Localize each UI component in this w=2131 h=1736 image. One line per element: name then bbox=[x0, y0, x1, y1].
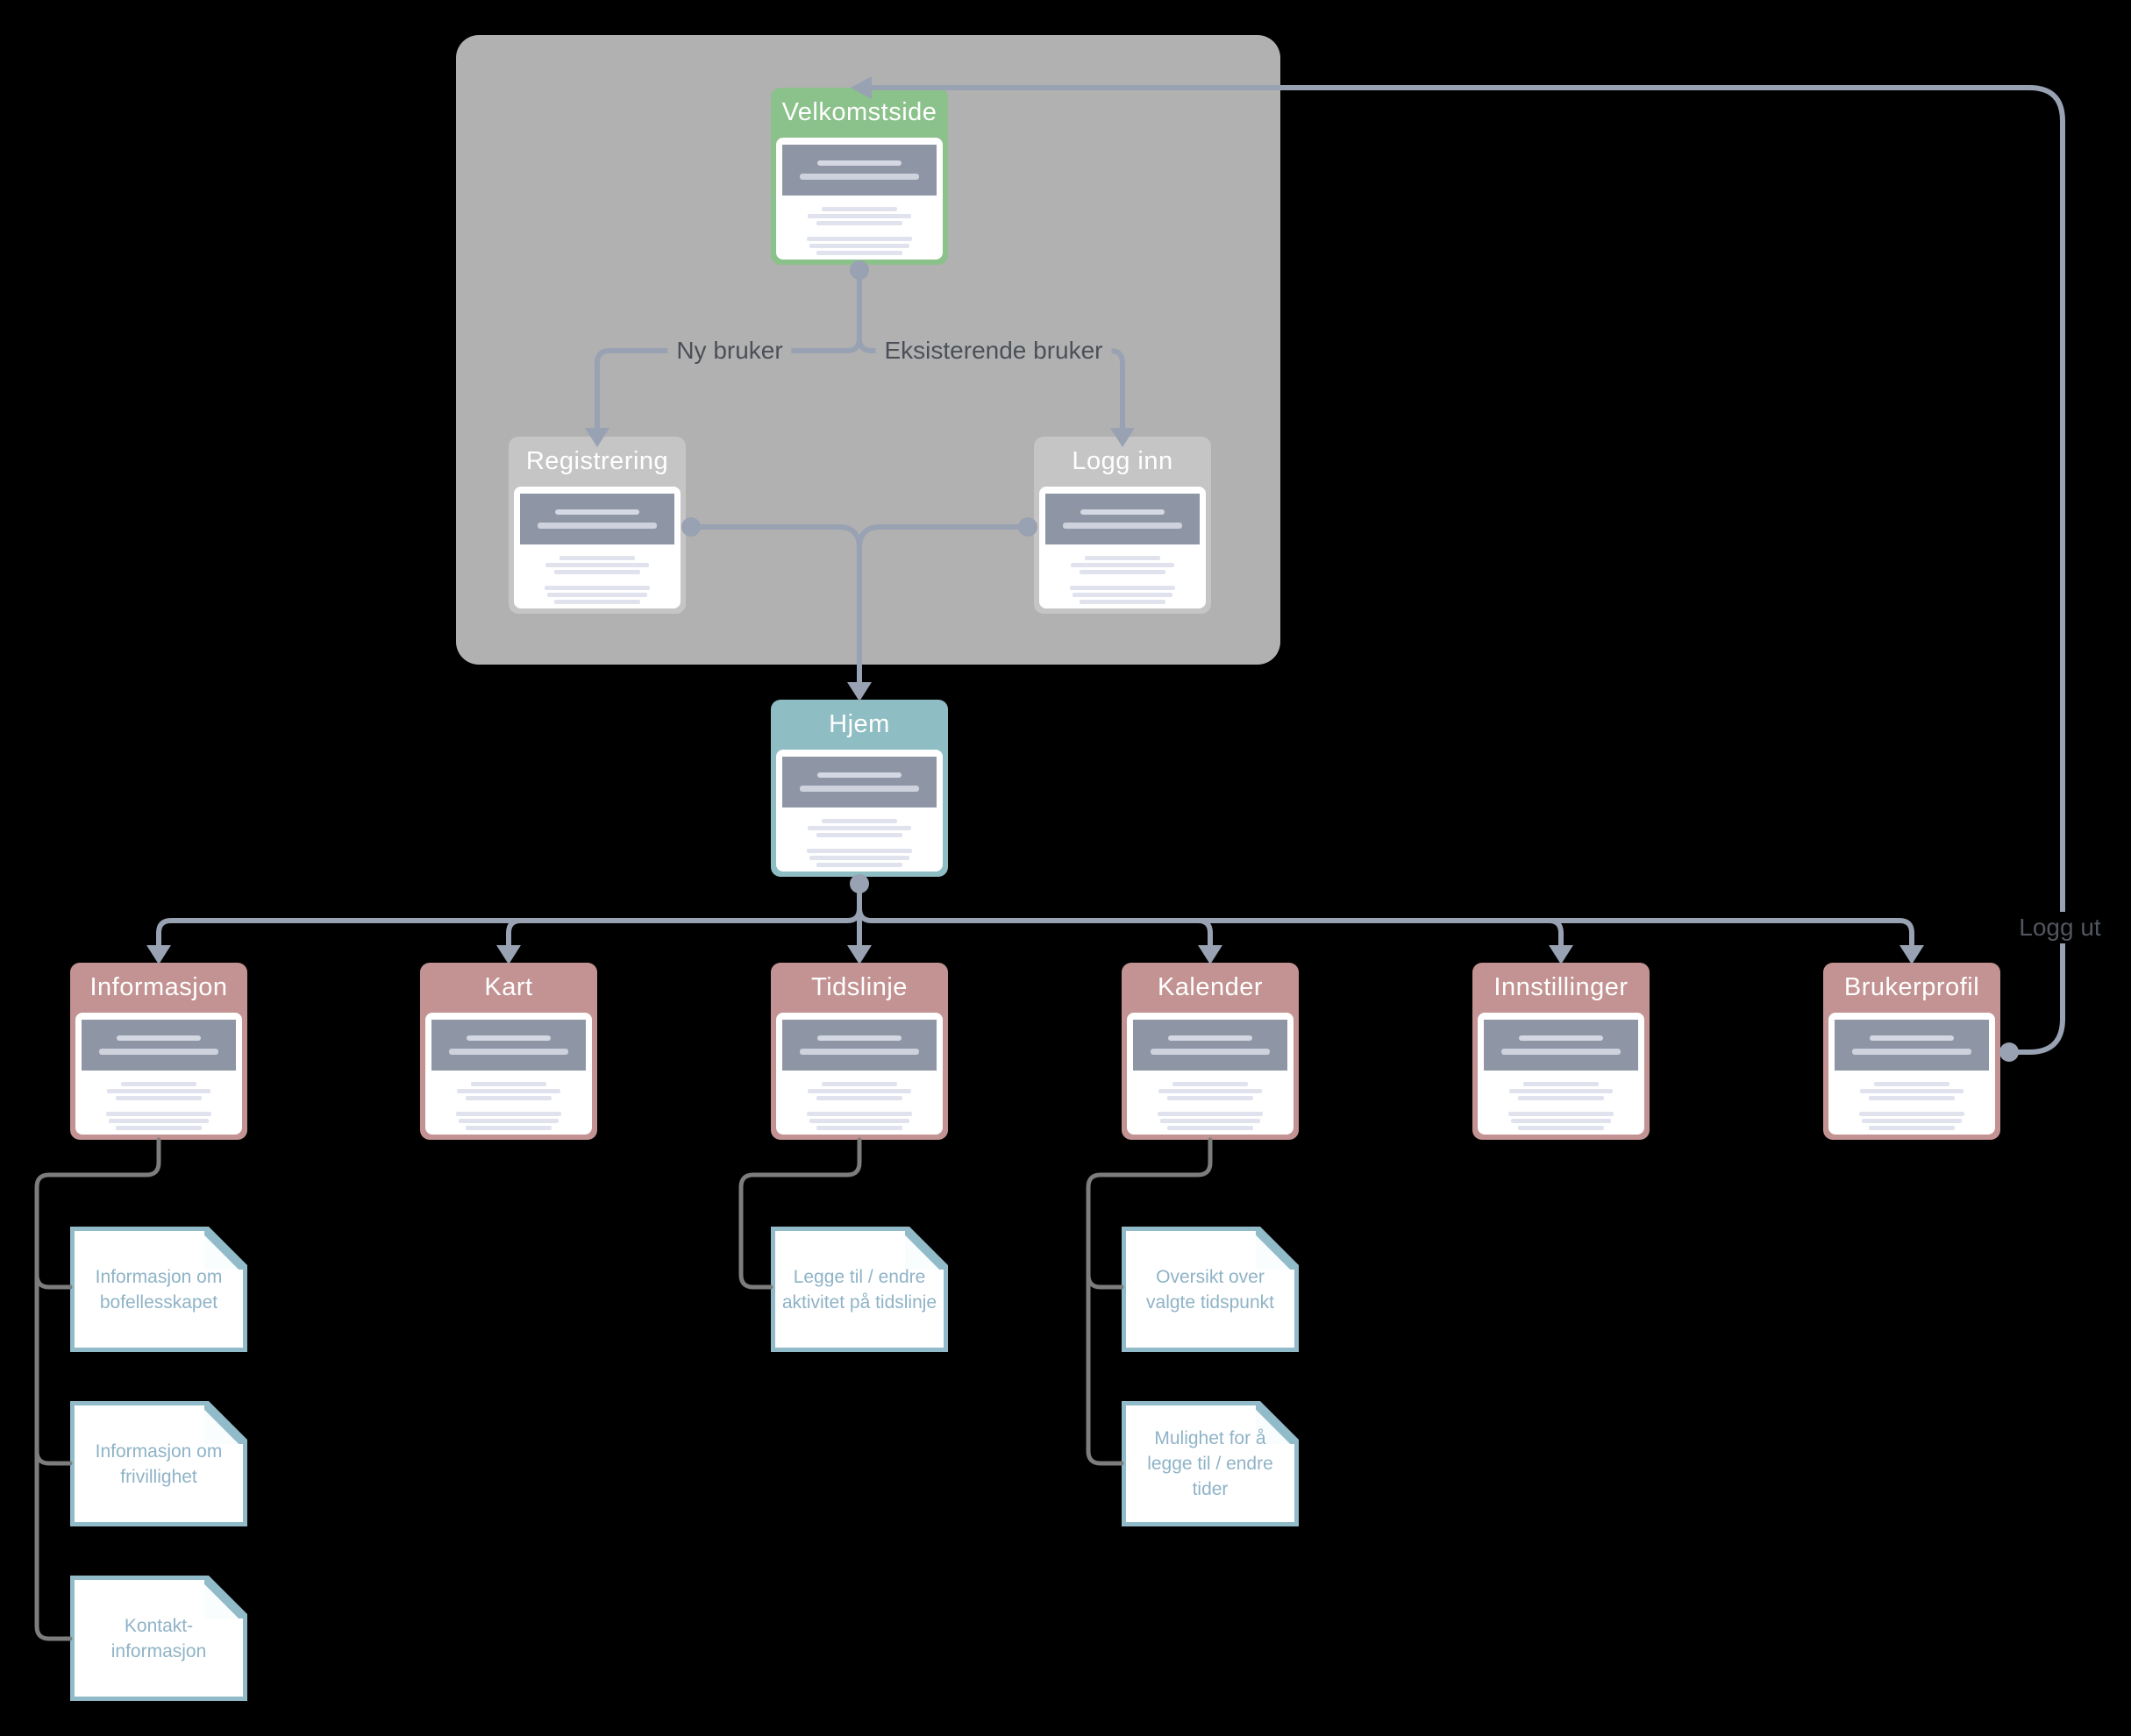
thumbnail-hero-block bbox=[1045, 494, 1200, 544]
note-text: Informasjon om frivillighet bbox=[95, 1441, 223, 1487]
edge-hjem-kalender bbox=[1195, 918, 1213, 950]
note-text: Informasjon om bofellesskapet bbox=[95, 1266, 223, 1313]
thumbnail-text-lines bbox=[1478, 1082, 1644, 1100]
thumbnail-hero-block bbox=[82, 1020, 236, 1071]
connector-origin-dot bbox=[1999, 1042, 2019, 1062]
thumbnail-text-lines bbox=[75, 1082, 242, 1100]
edge-label-ny-bruker: Ny bruker bbox=[667, 335, 792, 366]
node-brukerprofil[interactable]: Brukerprofil bbox=[1823, 963, 2000, 1140]
thumbnail-text-lines bbox=[1828, 1112, 1995, 1130]
thumbnail-text-lines bbox=[425, 1082, 592, 1100]
thumbnail-hero-block bbox=[782, 1020, 937, 1071]
note-kalender-oversikt[interactable]: Oversikt over valgte tidspunkt bbox=[1122, 1227, 1299, 1352]
edge-label-eksisterende-bruker: Eksisterende bruker bbox=[875, 335, 1112, 366]
note-informasjon-om-frivillighet[interactable]: Informasjon om frivillighet bbox=[70, 1401, 247, 1526]
thumbnail-hero-block bbox=[431, 1020, 586, 1071]
thumbnail-hero-block bbox=[520, 494, 674, 544]
note-line-frivillighet bbox=[34, 1448, 73, 1466]
arrowhead-to-kalender bbox=[1198, 945, 1222, 964]
edge-label-logg-ut: Logg ut bbox=[2010, 912, 2110, 943]
node-informasjon[interactable]: Informasjon bbox=[70, 963, 247, 1140]
page-thumbnail bbox=[1039, 487, 1206, 608]
note-tidslinje-aktivitet[interactable]: Legge til / endre aktivitet på tidslinje bbox=[771, 1227, 948, 1352]
note-text: Legge til / endre aktivitet på tidslinje bbox=[781, 1266, 937, 1313]
thumbnail-text-lines bbox=[1039, 556, 1206, 574]
edge-hjem-innstillinger bbox=[1546, 918, 1564, 950]
thumbnail-text-lines bbox=[776, 237, 943, 255]
note-line-informasjon-trunk bbox=[34, 1137, 161, 1641]
thumbnail-hero-block bbox=[1484, 1020, 1638, 1071]
note-connectors bbox=[34, 1137, 1213, 1641]
thumbnail-text-lines bbox=[514, 586, 681, 604]
note-text: Oversikt over valgte tidspunkt bbox=[1146, 1266, 1274, 1313]
note-text: Kontakt-informasjon bbox=[110, 1615, 207, 1661]
node-kalender[interactable]: Kalender bbox=[1122, 963, 1299, 1140]
thumbnail-hero-block bbox=[782, 757, 937, 808]
page-thumbnail bbox=[514, 487, 681, 608]
node-logg-inn[interactable]: Logg inn bbox=[1034, 437, 1211, 614]
node-title: Tidslinje bbox=[811, 973, 908, 1001]
page-thumbnail bbox=[776, 750, 943, 872]
page-thumbnail bbox=[1828, 1013, 1995, 1135]
note-text: Mulighet for å legge til / endre tider bbox=[1147, 1428, 1273, 1499]
thumbnail-text-lines bbox=[1478, 1112, 1644, 1130]
thumbnail-text-lines bbox=[776, 1082, 943, 1100]
edge-hjem-kart bbox=[506, 918, 524, 950]
node-innstillinger[interactable]: Innstillinger bbox=[1472, 963, 1650, 1140]
thumbnail-text-lines bbox=[425, 1112, 592, 1130]
arrowhead-to-hjem bbox=[847, 682, 872, 701]
node-velkomstside[interactable]: Velkomstside bbox=[771, 88, 948, 265]
node-title: Logg inn bbox=[1072, 447, 1173, 475]
page-thumbnail bbox=[425, 1013, 592, 1135]
thumbnail-hero-block bbox=[782, 145, 937, 196]
arrowhead-to-tidslinje bbox=[847, 945, 872, 964]
thumbnail-text-lines bbox=[776, 207, 943, 225]
arrowhead-to-informasjon bbox=[146, 945, 171, 964]
note-kalender-endre-tider[interactable]: Mulighet for å legge til / endre tider bbox=[1122, 1401, 1299, 1526]
thumbnail-text-lines bbox=[776, 819, 943, 837]
node-hjem[interactable]: Hjem bbox=[771, 700, 948, 877]
arrowhead-to-innstillinger bbox=[1549, 945, 1573, 964]
node-title: Velkomstside bbox=[781, 98, 937, 126]
node-title: Innstillinger bbox=[1493, 973, 1629, 1001]
edge-hjem-brukerprofil bbox=[857, 906, 1914, 950]
node-kart[interactable]: Kart bbox=[420, 963, 597, 1140]
node-tidslinje[interactable]: Tidslinje bbox=[771, 963, 948, 1140]
thumbnail-text-lines bbox=[776, 1112, 943, 1130]
node-title: Registrering bbox=[525, 447, 669, 475]
edge-hjem-informasjon bbox=[156, 881, 862, 950]
note-informasjon-om-bofellesskapet[interactable]: Informasjon om bofellesskapet bbox=[70, 1227, 247, 1352]
note-line-kalender-oversikt bbox=[1086, 1272, 1124, 1290]
arrowhead-to-kart bbox=[496, 945, 521, 964]
node-title: Kalender bbox=[1157, 973, 1264, 1001]
page-thumbnail bbox=[776, 1013, 943, 1135]
thumbnail-hero-block bbox=[1835, 1020, 1989, 1071]
thumbnail-hero-block bbox=[1133, 1020, 1287, 1071]
note-kontaktinformasjon[interactable]: Kontakt-informasjon bbox=[70, 1576, 247, 1701]
thumbnail-text-lines bbox=[514, 556, 681, 574]
node-title: Hjem bbox=[829, 710, 890, 738]
connector-origin-dot bbox=[850, 874, 869, 893]
thumbnail-text-lines bbox=[1039, 586, 1206, 604]
page-thumbnail bbox=[75, 1013, 242, 1135]
thumbnail-text-lines bbox=[776, 849, 943, 867]
edge-hjem-fanout bbox=[146, 874, 1924, 964]
thumbnail-text-lines bbox=[1127, 1112, 1294, 1130]
node-title: Kart bbox=[484, 973, 533, 1001]
arrowhead-to-brukerprofil bbox=[1899, 945, 1924, 964]
page-thumbnail bbox=[1127, 1013, 1294, 1135]
node-registrering[interactable]: Registrering bbox=[509, 437, 686, 614]
node-title: Brukerprofil bbox=[1843, 973, 1980, 1001]
thumbnail-text-lines bbox=[1127, 1082, 1294, 1100]
page-thumbnail bbox=[776, 138, 943, 260]
node-title: Informasjon bbox=[89, 973, 228, 1001]
thumbnail-text-lines bbox=[75, 1112, 242, 1130]
note-line-bofellesskapet bbox=[34, 1272, 73, 1290]
thumbnail-text-lines bbox=[1828, 1082, 1995, 1100]
page-thumbnail bbox=[1478, 1013, 1644, 1135]
